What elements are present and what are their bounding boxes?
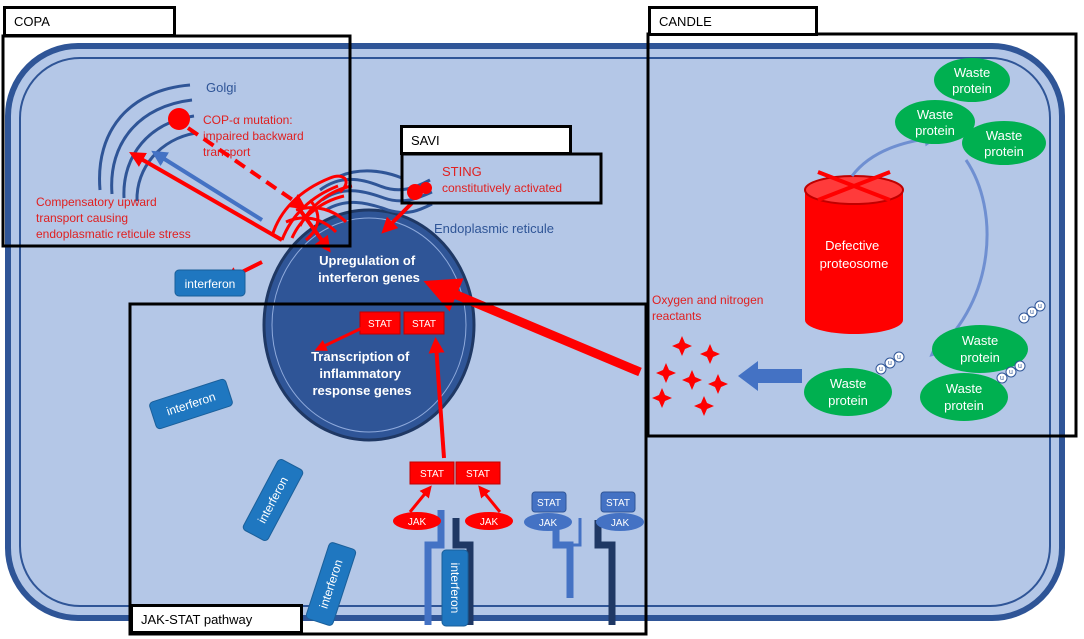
- stat-to-nucleus-arrow: [428, 337, 446, 459]
- interferon-receptor-active: [424, 510, 474, 625]
- candle-section-tag: CANDLE: [648, 6, 818, 36]
- er-label: Endoplasmic reticule: [434, 221, 554, 236]
- sting-marker: [407, 184, 423, 200]
- svg-text:u: u: [1022, 315, 1026, 322]
- golgi-label: Golgi: [206, 80, 236, 95]
- svg-text:u: u: [1000, 375, 1004, 382]
- stat-box-nucleus-2: [403, 311, 445, 335]
- svg-text:STAT: STAT: [537, 498, 561, 509]
- er-stress-icon: [270, 174, 353, 242]
- cop-alpha-mutation-marker: [168, 108, 190, 130]
- svg-text:JAK: JAK: [611, 518, 630, 529]
- svg-text:STAT: STAT: [466, 469, 490, 480]
- impaired-backward-transport-arrow: [186, 126, 307, 210]
- svg-text:u: u: [1009, 369, 1013, 376]
- jak-active-2: JAK: [465, 512, 513, 530]
- jak-inactive-2: JAK: [596, 513, 644, 531]
- svg-text:u: u: [1038, 303, 1042, 310]
- ubiquitin-tag-labels: uuu uuu uuu: [879, 303, 1042, 382]
- stat-active-1: STAT: [409, 461, 455, 485]
- golgi-blue-arrow: [151, 150, 264, 222]
- jak-to-stat-arrow-2: [478, 485, 502, 513]
- sting-marker-2: [420, 182, 432, 194]
- nucleus-inner-ring: [271, 217, 467, 433]
- upregulation-label: Upregulation of interferon genes: [318, 253, 420, 285]
- stat-box-nucleus-1: [359, 311, 401, 335]
- jak-active-1: JAK: [393, 512, 441, 530]
- svg-text:interferon: interferon: [448, 563, 462, 614]
- waste-to-reactants-arrow: [738, 361, 802, 391]
- sting-to-nucleus-arrow: [381, 201, 414, 234]
- svg-text:STAT: STAT: [420, 469, 444, 480]
- svg-text:interferon: interferon: [185, 277, 236, 291]
- svg-text:u: u: [897, 354, 901, 361]
- savi-section-tag: SAVI: [400, 125, 572, 155]
- stat-active-2: STAT: [455, 461, 501, 485]
- cop-mutation-label: COP-α mutation: impaired backward transp…: [203, 113, 307, 159]
- reactants-to-nucleus-arrow: [423, 278, 642, 377]
- copa-section-frame: [1, 34, 352, 248]
- jak-inactive-1: JAK: [524, 513, 572, 531]
- svg-text:u: u: [1018, 363, 1022, 370]
- copa-section-tag: COPA: [3, 6, 176, 37]
- transcription-label: Transcription of inflammatory response g…: [311, 349, 413, 398]
- candle-section-frame: [646, 32, 1078, 438]
- jak-stat-section-tag: JAK-STAT pathway: [130, 604, 303, 634]
- svg-text:u: u: [888, 360, 892, 367]
- interferon-molecule-1: interferon: [174, 269, 246, 297]
- svg-text:JAK: JAK: [408, 517, 427, 528]
- reactant-stars-icon: [652, 336, 728, 416]
- svg-text:JAK: JAK: [539, 518, 558, 529]
- interferon-receptor-inactive-1: [552, 518, 582, 598]
- compensatory-label: Compensatory upward transport causing en…: [36, 195, 191, 241]
- interferon-receptor-inactive-2: [594, 520, 616, 625]
- er-stress-to-nucleus-arrow: [298, 208, 331, 253]
- svg-text:u: u: [879, 366, 883, 373]
- ubiquitin-tags-icon: [875, 300, 1046, 384]
- defective-proteasome-icon: [804, 170, 904, 334]
- stat-inactive-2: STAT: [600, 491, 636, 513]
- stat-to-transcription-arrow: [314, 326, 363, 351]
- stat-label-nucleus-1: STAT: [368, 319, 392, 330]
- jak-to-stat-arrow-1: [408, 485, 432, 513]
- defective-proteasome-label: Defective proteosome: [820, 238, 889, 271]
- interferon-molecule-bound: interferon: [441, 549, 469, 627]
- sting-label: STING: [442, 164, 482, 179]
- stat-inactive-1: STAT: [531, 491, 567, 513]
- sting-state-label: constitutively activated: [442, 181, 562, 195]
- cell-membrane-inner: [19, 57, 1051, 607]
- svg-text:JAK: JAK: [480, 517, 499, 528]
- svg-text:STAT: STAT: [606, 498, 630, 509]
- oxygen-label: Oxygen and nitrogen reactants: [652, 293, 767, 323]
- svg-text:u: u: [1030, 309, 1034, 316]
- compensatory-upward-arrow: [129, 152, 283, 242]
- jak-stat-section-frame: [128, 302, 648, 636]
- stat-label-nucleus-2: STAT: [412, 319, 436, 330]
